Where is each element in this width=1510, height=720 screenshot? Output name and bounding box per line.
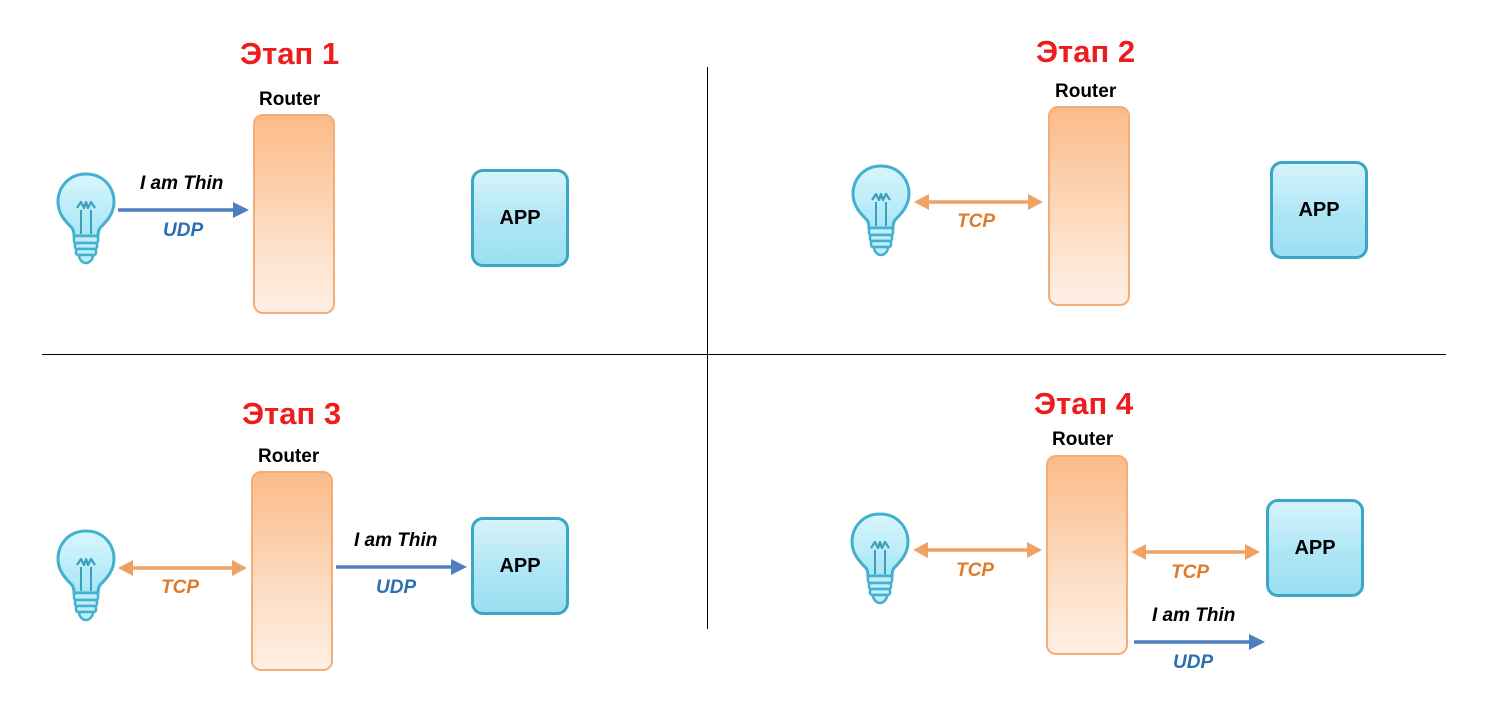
router-box: [1046, 455, 1128, 655]
tcp-arrow-router-app: [1131, 544, 1260, 560]
router-label: Router: [1052, 429, 1114, 450]
udp-arrow: [1134, 634, 1265, 650]
app-label: APP: [499, 554, 541, 577]
stage-title: Этап 1: [240, 36, 340, 71]
router-box: [1048, 106, 1130, 306]
light-bulb-icon: [54, 170, 118, 266]
message-label: I am Thin: [140, 173, 224, 194]
app-label: APP: [1294, 536, 1336, 559]
protocol-label: TCP: [161, 577, 199, 598]
app-label: APP: [499, 206, 541, 229]
protocol-label: UDP: [163, 220, 204, 241]
tcp-arrow: [914, 194, 1043, 210]
app-box: APP: [1270, 161, 1368, 259]
router-box: [251, 471, 333, 671]
protocol-label: TCP: [957, 211, 995, 232]
vertical-divider: [707, 67, 708, 629]
light-bulb-icon: [848, 510, 912, 606]
message-label: I am Thin: [354, 530, 438, 551]
udp-arrow: [336, 559, 467, 575]
app-box: APP: [471, 517, 569, 615]
udp-arrow: [118, 202, 249, 218]
stage-title: Этап 2: [1036, 34, 1136, 69]
router-label: Router: [1055, 81, 1117, 102]
stage-title: Этап 3: [242, 396, 342, 431]
stage-title: Этап 4: [1034, 386, 1134, 421]
protocol-label: TCP: [1171, 562, 1209, 583]
protocol-label: UDP: [376, 577, 417, 598]
light-bulb-icon: [849, 162, 913, 258]
tcp-arrow-device-router: [913, 542, 1042, 558]
app-label: APP: [1298, 198, 1340, 221]
router-label: Router: [258, 446, 320, 467]
light-bulb-icon: [54, 527, 118, 623]
protocol-label: TCP: [956, 560, 994, 581]
tcp-arrow: [118, 560, 247, 576]
router-box: [253, 114, 335, 314]
app-box: APP: [471, 169, 569, 267]
app-box: APP: [1266, 499, 1364, 597]
message-label: I am Thin: [1152, 605, 1236, 626]
horizontal-divider: [42, 354, 1446, 355]
router-label: Router: [259, 89, 321, 110]
protocol-label: UDP: [1173, 652, 1214, 673]
